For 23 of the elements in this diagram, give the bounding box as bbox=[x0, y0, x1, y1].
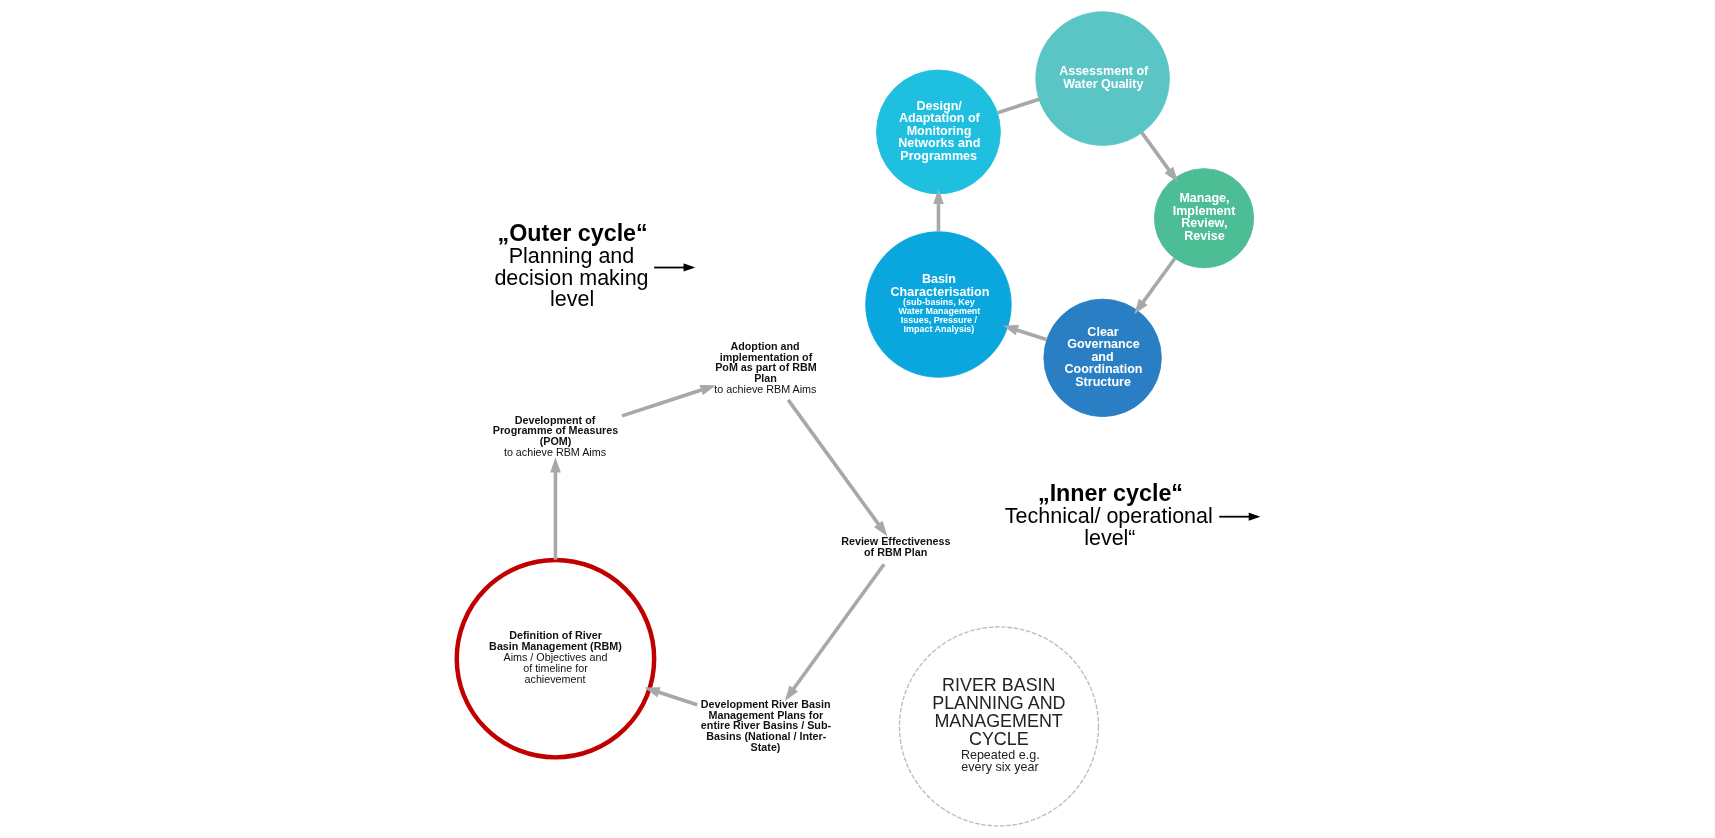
arrow bbox=[621, 385, 716, 418]
node-text: „Outer cycle“ Planning and decision making level bbox=[494, 220, 649, 312]
arrow bbox=[550, 457, 561, 560]
node-text: Development of Programme of Measures (POM) to achieve RBM Aims bbox=[492, 413, 619, 458]
arrow bbox=[1218, 512, 1261, 521]
arrow bbox=[784, 563, 886, 701]
arrow bbox=[1134, 257, 1177, 315]
arrow bbox=[933, 188, 944, 232]
node-text: Development River Basin Management Plans for entire River Basins / Sub-Basins (National / Inter-State) bbox=[700, 697, 832, 753]
node-text: Review Effectiveness of RBM Plan bbox=[841, 535, 951, 558]
arrow bbox=[1002, 325, 1047, 342]
arrow bbox=[653, 263, 696, 272]
node-circle: Basin Characterisation (sub-basins, Key Water Management Issues, Pressure / Impact Analysis) bbox=[865, 231, 1012, 378]
arrow bbox=[786, 398, 888, 537]
arrow bbox=[1140, 131, 1178, 183]
arrow bbox=[644, 687, 698, 707]
node-text: Adoption and implementation of PoM as part of RBM Plan to achieve RBM Aims bbox=[714, 339, 817, 395]
node-circle: RIVER BASIN PLANNING AND MANAGEMENT CYCLE Repeated e.g. every six year bbox=[898, 626, 1100, 827]
node-circle: Definition of River Basin Management (RBM) Aims / Objectives and of timeline for achievement bbox=[454, 557, 657, 760]
node-text: „Inner cycle“ Technical/ operational level“ bbox=[1004, 480, 1213, 550]
node-circle: Design/ Adaptation of Monitoring Networks and Programmes bbox=[876, 69, 1001, 195]
connector bbox=[997, 97, 1040, 115]
node-circle: Assessment of Water Quality bbox=[1035, 11, 1170, 146]
